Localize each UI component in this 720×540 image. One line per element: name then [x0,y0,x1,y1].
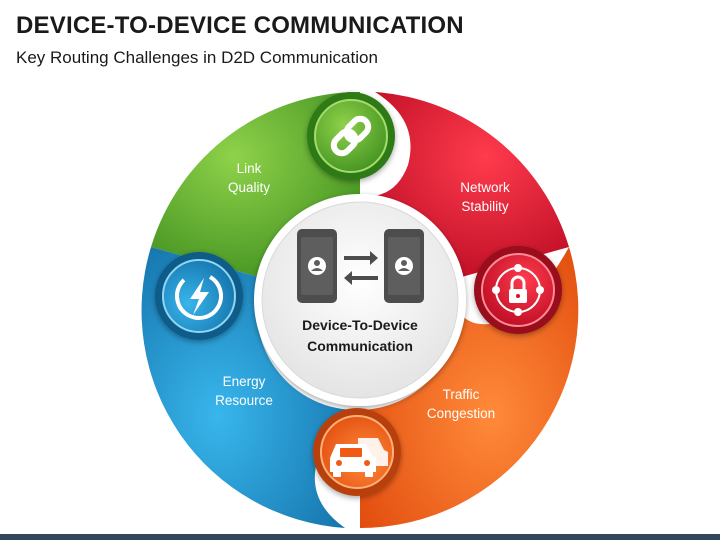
network-lock-icon [474,246,562,334]
center-label-line1: Device-To-Device [302,317,418,333]
network-stability-label-line1: Network [460,180,510,195]
segment-network-stability [360,92,569,278]
link-quality-label-line2: Quality [228,180,270,195]
network-stability-label-line2: Stability [461,199,509,214]
lightning-bolt-icon [155,252,243,340]
center-label-line2: Communication [307,338,413,354]
traffic-congestion-label-line2: Congestion [427,406,495,421]
page-subtitle: Key Routing Challenges in D2D Communicat… [16,48,378,67]
cars-icon [313,408,401,496]
chain-link-icon [307,92,395,180]
page-title: DEVICE-TO-DEVICE COMMUNICATION [16,12,464,39]
energy-resource-label-line1: Energy [223,374,266,389]
energy-resource-label-line2: Resource [215,393,273,408]
traffic-congestion-label-line1: Traffic [443,387,480,402]
phones-exchange-icon [297,229,424,303]
footer-bar [0,534,720,540]
link-quality-label-line1: Link [237,161,262,176]
